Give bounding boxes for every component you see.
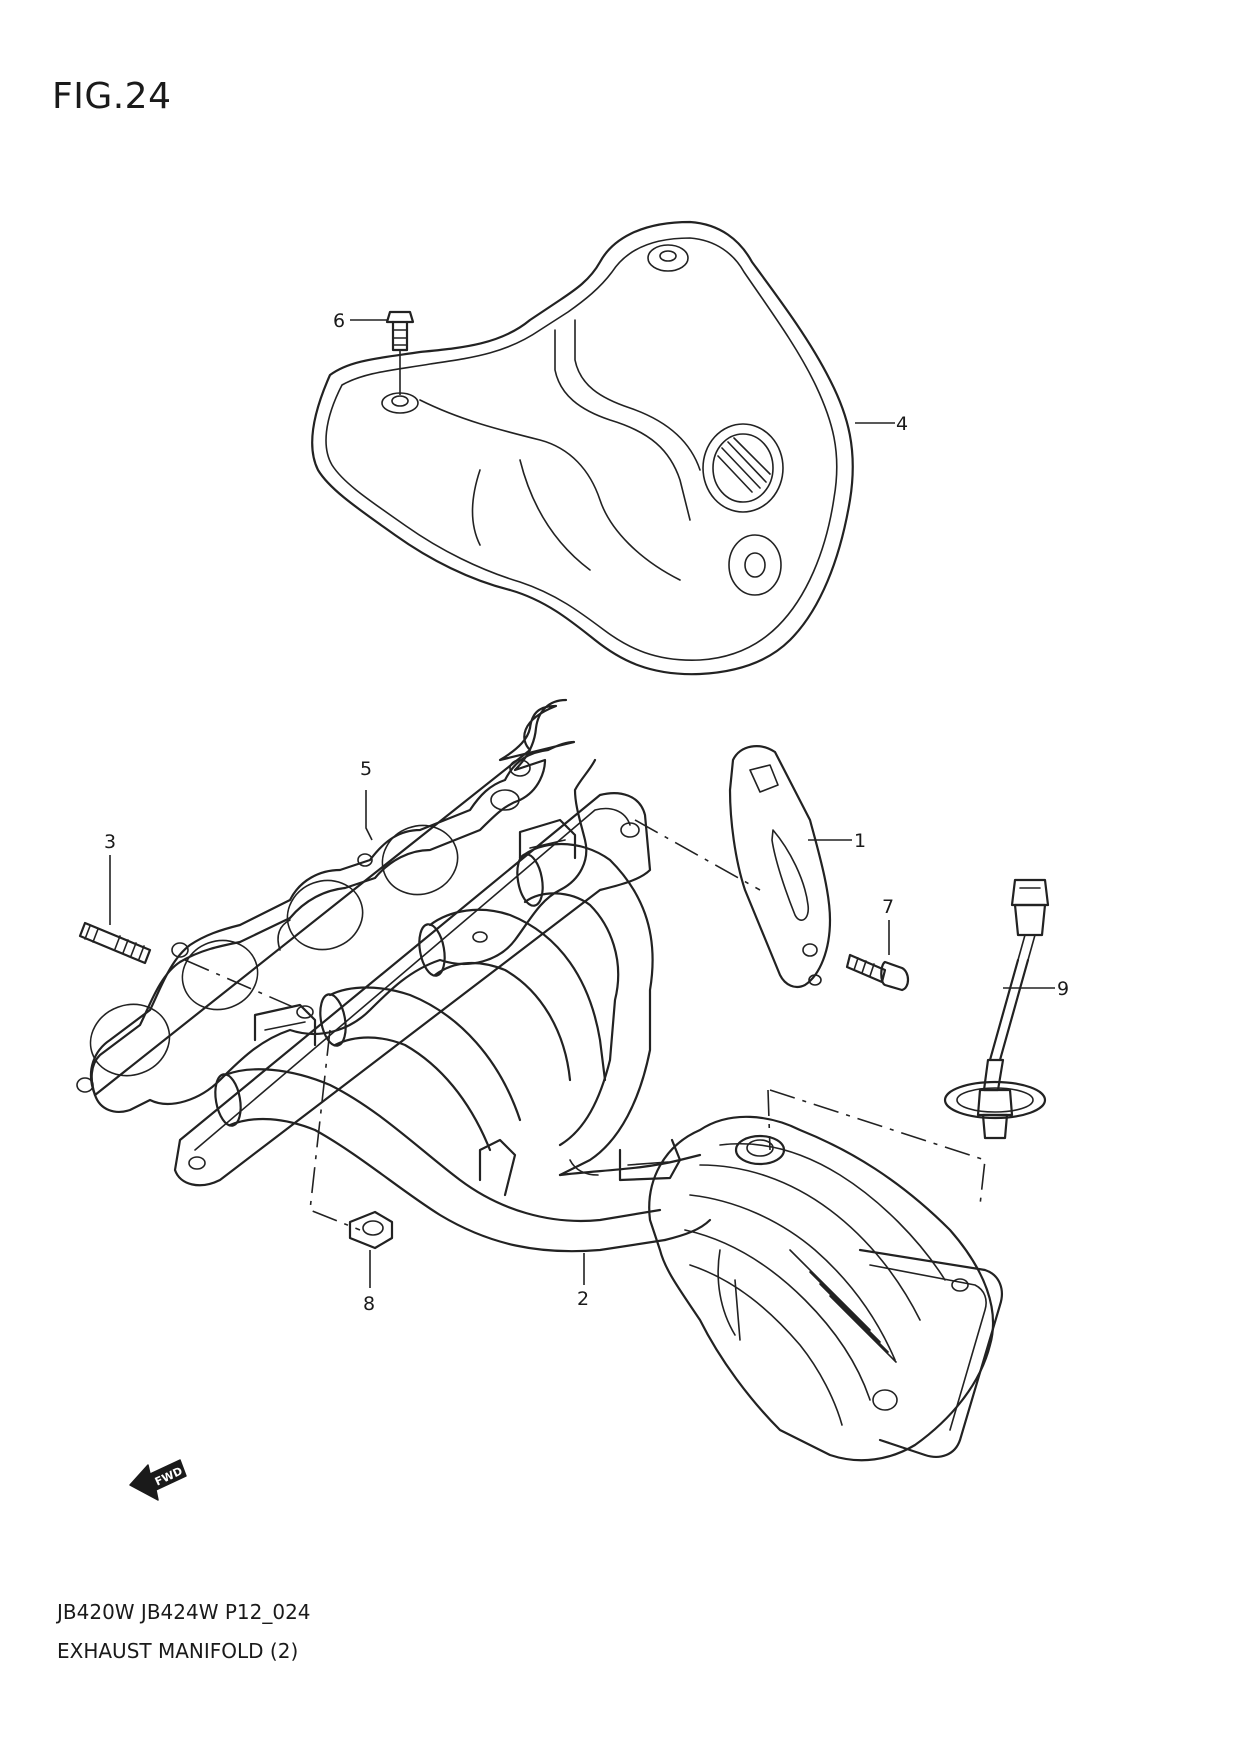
heat-shield-part (311, 220, 854, 676)
callout-8: 8 (363, 1293, 375, 1315)
leader-lines (109, 319, 1055, 1288)
model-code: JB420W JB424W P12_024 (57, 1600, 311, 1624)
manifold-nut-part (348, 1210, 394, 1250)
callout-4: 4 (896, 413, 908, 435)
manifold-stud-part (78, 921, 152, 965)
shield-bolt-part (385, 310, 415, 395)
fwd-direction-arrow: FWD (129, 1459, 187, 1501)
manifold-gasket-part (76, 698, 597, 1113)
callout-9: 9 (1057, 978, 1069, 1000)
callout-1: 1 (854, 830, 866, 852)
callout-2: 2 (577, 1288, 589, 1310)
oxygen-sensor-part (943, 878, 1050, 1140)
figure-title: FIG.24 (52, 76, 172, 117)
manifold-bracket-part (728, 745, 832, 989)
exhaust-manifold-part (173, 792, 712, 1253)
callout-5: 5 (360, 758, 372, 780)
figure-caption: EXHAUST MANIFOLD (2) (57, 1639, 299, 1663)
callout-3: 3 (104, 831, 116, 853)
callout-7: 7 (882, 896, 894, 918)
callout-6: 6 (333, 310, 345, 332)
bracket-bolt-part (845, 953, 910, 992)
catalytic-converter (648, 1115, 1003, 1462)
